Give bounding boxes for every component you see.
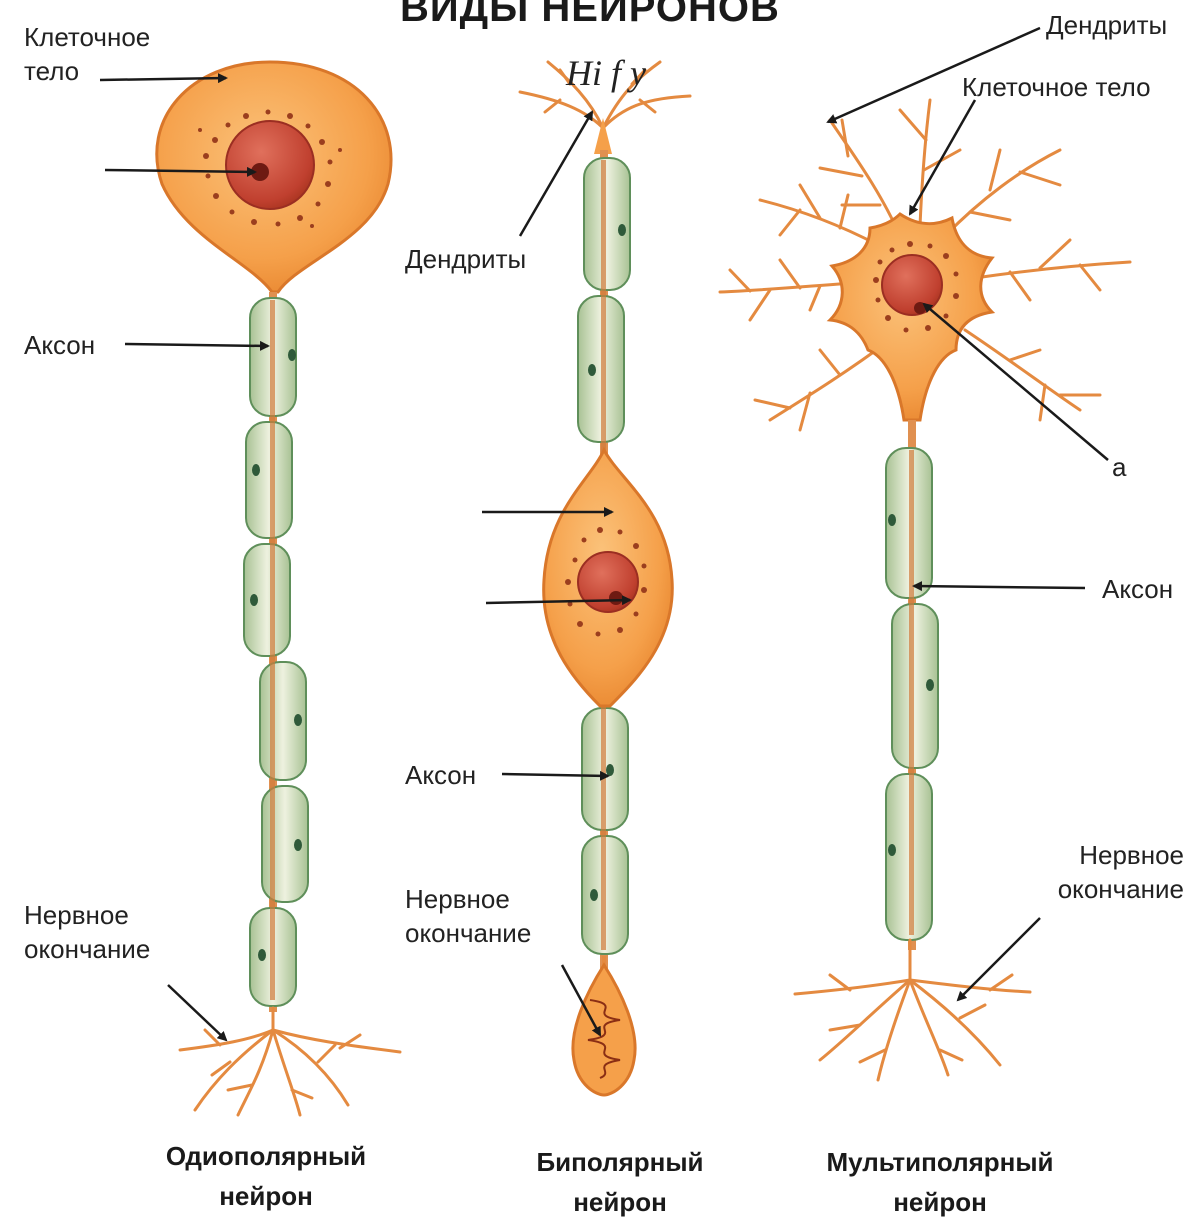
bipolar-myelin-segment bbox=[584, 158, 630, 290]
handwritten-note: Hi f y bbox=[566, 52, 646, 94]
unipolar-nerve-ending-label: Нервное окончание bbox=[24, 898, 150, 966]
bipolar-axon-label: Аксон bbox=[405, 758, 476, 792]
arrow-multipolar-cell-body bbox=[910, 100, 975, 214]
unipolar-caption: Одиополярный нейрон bbox=[150, 1136, 382, 1216]
unipolar-nerve-ending bbox=[180, 1008, 400, 1115]
multipolar-nerve-ending-label: Нервное окончание bbox=[1044, 838, 1184, 906]
arrow-multipolar-nucleolus bbox=[924, 304, 1108, 460]
bipolar-nucleus bbox=[578, 552, 638, 612]
bipolar-nerve-ending bbox=[573, 956, 635, 1095]
arrow-multipolar-nerve-ending bbox=[958, 918, 1040, 1000]
multipolar-axon-label: Аксон bbox=[1102, 572, 1173, 606]
diagram-title: ВИДЫ НЕЙРОНОВ bbox=[400, 0, 780, 31]
unipolar-axon bbox=[244, 292, 308, 1012]
unipolar-neuron bbox=[157, 62, 400, 1115]
unipolar-myelin-segment bbox=[246, 422, 292, 538]
bipolar-dendrites-label: Дендриты bbox=[405, 242, 526, 276]
multipolar-cell-body-label: Клеточное тело bbox=[962, 70, 1151, 104]
unipolar-axon-label: Аксон bbox=[24, 328, 95, 362]
multipolar-stray-mark: a bbox=[1112, 452, 1126, 483]
arrow-bipolar-dendrites bbox=[520, 112, 592, 236]
unipolar-cell-body-label: Клеточное тело bbox=[24, 20, 150, 88]
arrow-multipolar-axon bbox=[914, 586, 1085, 588]
bipolar-nucleolus bbox=[609, 591, 623, 605]
bipolar-caption: Биполярный нейрон bbox=[520, 1142, 720, 1222]
bipolar-nerve-ending-label: Нервное окончание bbox=[405, 882, 531, 950]
multipolar-nerve-ending bbox=[795, 940, 1030, 1080]
arrow-unipolar-axon bbox=[125, 344, 268, 346]
multipolar-neuron bbox=[720, 100, 1130, 1080]
multipolar-caption: Мультиполярный нейрон bbox=[800, 1142, 1080, 1222]
unipolar-nucleus bbox=[226, 121, 314, 209]
arrow-unipolar-nerve-ending bbox=[168, 985, 226, 1040]
multipolar-nucleus bbox=[882, 255, 942, 315]
bipolar-neuron bbox=[520, 62, 690, 1095]
multipolar-dendrites-label: Дендриты bbox=[1046, 8, 1167, 42]
